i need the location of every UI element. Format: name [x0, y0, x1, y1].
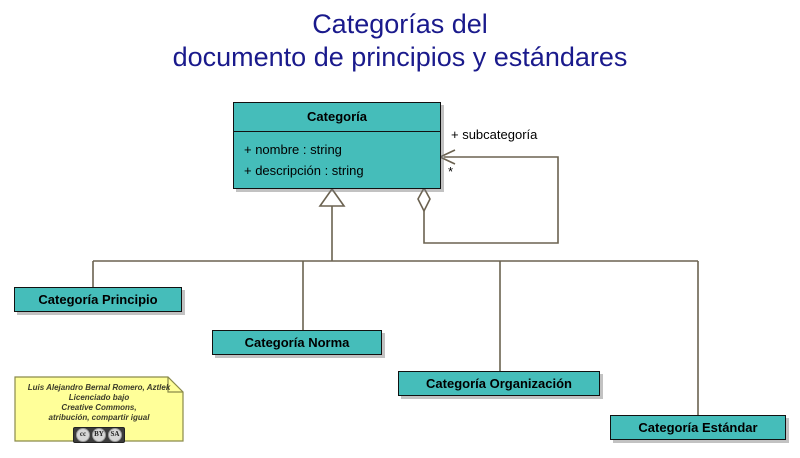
aggregation-diamond: [417, 186, 431, 213]
class-box-categoria-principio[interactable]: Categoría Principio: [14, 287, 182, 312]
generalization-triangle: [318, 187, 346, 207]
class-box-categoria-estandar[interactable]: Categoría Estándar: [610, 415, 786, 440]
class-name: Categoría: [307, 109, 367, 124]
association-arrowhead: [438, 149, 456, 165]
license-note[interactable]: Luis Alejandro Bernal Romero, Aztlek Lic…: [14, 376, 184, 443]
creative-commons-badge[interactable]: cc BY SA: [73, 427, 125, 443]
class-box-categoria-norma[interactable]: Categoría Norma: [212, 330, 382, 355]
class-name: Categoría Estándar: [638, 420, 758, 435]
note-line: Licenciado bajo: [68, 393, 130, 402]
association-multiplicity-label: *: [448, 164, 454, 179]
class-attribute: + nombre : string: [244, 142, 342, 157]
class-attribute: + descripción : string: [244, 163, 364, 178]
page-title: Categorías del documento de principios y…: [0, 8, 800, 74]
note-line: Creative Commons,: [61, 403, 137, 412]
class-box-categoria-organizacion[interactable]: Categoría Organización: [398, 371, 600, 396]
class-separator: [234, 131, 440, 132]
class-name: Categoría Norma: [244, 335, 350, 350]
title-line-1: Categorías del: [312, 9, 488, 39]
title-line-2: documento de principios y estándares: [172, 42, 628, 72]
class-name: Categoría Organización: [426, 376, 572, 391]
association-role-label: + subcategoría: [451, 127, 538, 142]
cc-by-icon: BY: [92, 428, 106, 442]
cc-sa-icon: SA: [108, 428, 122, 442]
note-line: Luis Alejandro Bernal Romero, Aztlek: [27, 383, 171, 392]
class-attributes: + nombre : string + descripción : string: [234, 132, 440, 189]
note-content: Luis Alejandro Bernal Romero, Aztlek Lic…: [14, 376, 184, 443]
class-box-categoria[interactable]: Categoría + nombre : string + descripció…: [233, 102, 441, 189]
note-shape: [14, 376, 184, 442]
cc-icon: cc: [76, 428, 90, 442]
class-name: Categoría Principio: [38, 292, 158, 307]
note-line: atribución, compartir igual: [48, 413, 150, 422]
